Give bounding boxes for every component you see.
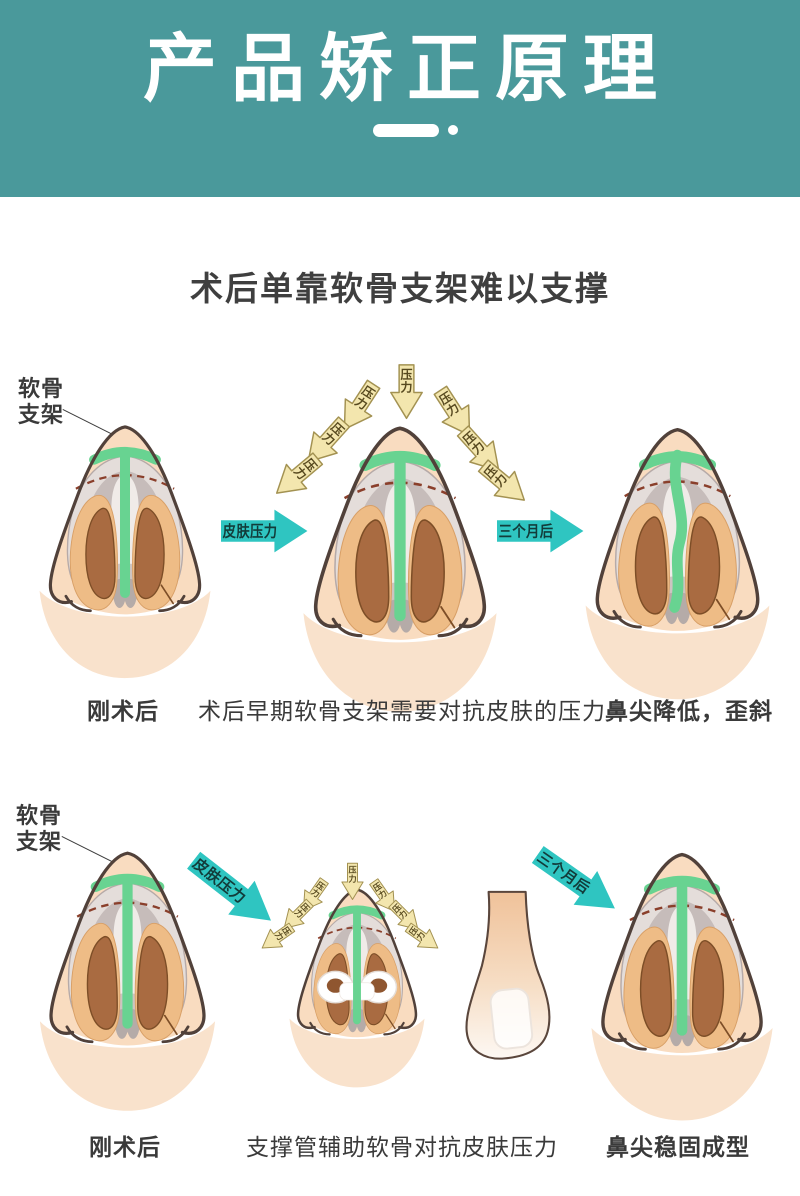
caption-row1-right: 鼻尖降低，歪斜: [605, 698, 773, 724]
nose-svg: [591, 852, 773, 1121]
pressure-arrow-svg: 压 力: [340, 862, 364, 900]
pressure-arrow-svg: 压 力: [477, 458, 525, 501]
pressure-arrow-label: 力: [400, 379, 412, 394]
pressure-arrow: 压 力: [326, 372, 389, 442]
pressure-arrow-svg: 压 力: [387, 899, 418, 930]
header-banner: 产品矫正原理: [0, 0, 800, 197]
teal-arrow-svg: 皮肤压力: [221, 509, 308, 553]
pressure-arrow-label: 压: [407, 925, 419, 937]
three-months-arrow-row2: 三个月后: [524, 835, 630, 929]
pressure-arrow: 压 力: [399, 916, 446, 959]
title-underline: [372, 123, 458, 137]
pressure-arrow: 压 力: [470, 450, 539, 516]
caption-row2-right: 鼻尖稳固成型: [606, 1134, 750, 1160]
nose-svg: [585, 427, 770, 700]
caption-row2-middle: 支撑管辅助软骨对抗皮肤压力: [246, 1134, 558, 1160]
teal-arrow-svg: 三个月后: [531, 846, 615, 909]
pressure-arrow-label: 压: [400, 367, 412, 381]
pressure-arrow-svg: 压 力: [343, 379, 380, 430]
underline-dash: [372, 123, 439, 137]
pressure-arrow: 压 力: [262, 443, 331, 509]
cartilage-label-line1: 软骨: [16, 803, 63, 828]
nose-svg: [39, 851, 216, 1111]
support-tube-product-side-view: [462, 890, 557, 1065]
caption-row2-left: 刚术后: [89, 1134, 161, 1160]
teal-arrow-svg: 三个月后: [497, 509, 584, 553]
caption-row1-left: 刚术后: [87, 698, 159, 724]
section-subtitle: 术后单靠软骨支架难以支撑: [190, 270, 610, 307]
pressure-arrow-label: 压: [359, 383, 377, 401]
three-months-arrow-row1: 三个月后: [497, 506, 585, 556]
cartilage-support-label-row2: 软骨 支架: [16, 803, 62, 856]
nose-svg: [289, 888, 425, 1088]
nose-illustration-row1-pressured: [287, 416, 513, 724]
cartilage-label-line2: 支架: [18, 402, 65, 428]
underline-dot: [447, 125, 458, 136]
cartilage-label-line2: 支架: [16, 829, 63, 855]
pressure-arrow-svg: 压 力: [456, 424, 500, 471]
teal-arrow-label: 皮肤压力: [223, 521, 278, 540]
pressure-arrow: 压 力: [382, 894, 428, 940]
caption-row1-middle: 术后早期软骨支架需要对抗皮肤的压力: [198, 698, 606, 724]
nose-illustration-row1-postop: [25, 416, 225, 689]
pressure-arrow: 压 力: [252, 916, 299, 959]
pressure-arrow: 压 力: [340, 862, 365, 902]
nose-illustration-row1-skewed: [570, 418, 785, 711]
pressure-arrow: 压 力: [292, 408, 359, 477]
pressure-arrow-label: 压: [280, 925, 292, 937]
pressure-arrow: 压 力: [388, 363, 425, 422]
pressure-arrow-svg: 压 力: [261, 922, 295, 949]
pressure-arrow-svg: 压 力: [389, 363, 423, 419]
pressure-arrow-label: 压: [314, 880, 326, 892]
cartilage-label-line1: 软骨: [18, 376, 65, 401]
pressure-arrow: 压 力: [423, 378, 486, 448]
cartilage-support-label-row1: 软骨 支架: [18, 376, 64, 429]
pressure-arrow: 压 力: [448, 417, 515, 486]
pressure-arrow-label: 压: [348, 866, 356, 875]
nose-illustration-row2-stable: [576, 843, 788, 1132]
teal-arrow-label: 三个月后: [499, 523, 554, 541]
pressure-arrow-label: 压: [371, 881, 383, 893]
pressure-arrow-svg: 压 力: [404, 922, 438, 949]
pressure-arrow-svg: 压 力: [433, 385, 470, 436]
pressure-arrow-label: 压: [391, 903, 403, 915]
nose-svg: [303, 426, 497, 712]
pressure-arrow-svg: 压 力: [368, 878, 395, 912]
nose-illustration-row2-with-tubes: [278, 881, 436, 1096]
pressure-arrow-label: 力: [348, 873, 356, 883]
pressure-arrow: 压 力: [273, 893, 319, 939]
pressure-arrow-svg: 压 力: [306, 415, 350, 462]
skin-pressure-arrow-row1: 皮肤压力: [221, 506, 309, 556]
nose-svg: [39, 425, 211, 679]
pressure-arrow-svg: 压 力: [275, 451, 323, 494]
page-title: 产品矫正原理: [143, 27, 671, 110]
product-svg: [465, 890, 551, 1060]
nose-illustration-row2-postop: [25, 842, 230, 1122]
pressure-arrow-svg: 压 力: [283, 898, 314, 929]
pressure-arrow: 压 力: [362, 873, 405, 920]
